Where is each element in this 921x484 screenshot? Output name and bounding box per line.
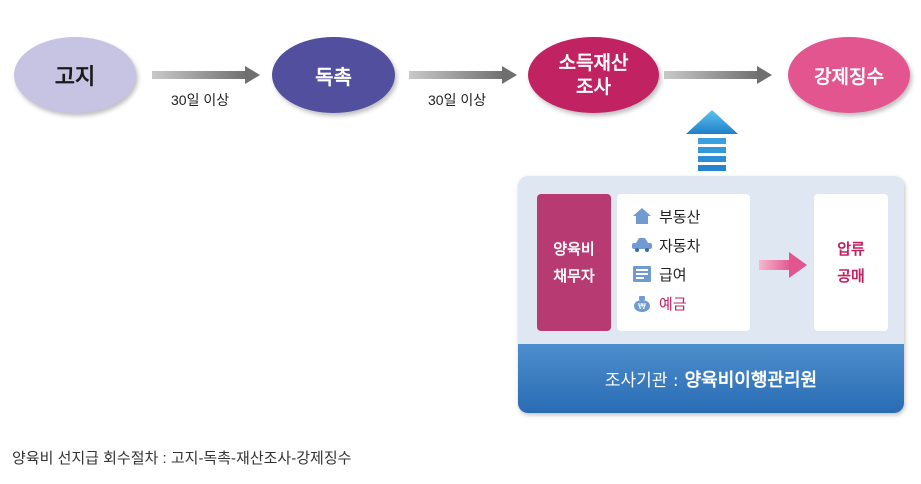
flow-arrow-1 bbox=[152, 66, 260, 84]
asset-label: 자동차 bbox=[659, 236, 701, 255]
step-urge: 독촉 bbox=[272, 37, 395, 113]
svg-text:₩: ₩ bbox=[638, 302, 646, 311]
list-item: 부동산 bbox=[631, 204, 700, 228]
flow-arrow-2 bbox=[409, 66, 517, 84]
debtor-box: 양육비 채무자 bbox=[537, 194, 611, 331]
condition-label-2: 30일 이상 bbox=[428, 92, 487, 108]
asset-list: 부동산 자동차 급여 ₩ 예금 bbox=[617, 194, 750, 331]
flow-arrow-3 bbox=[664, 66, 772, 84]
house-icon bbox=[631, 207, 653, 225]
step-collect-label: 강제징수 bbox=[814, 65, 884, 88]
step-investigate-label: 소득재산 조사 bbox=[558, 52, 629, 98]
step-notice: 고지 bbox=[14, 37, 136, 113]
investigation-panel: 양육비 채무자 부동산 자동차 급여 ₩ 예금 bbox=[518, 176, 904, 413]
up-arrow-icon bbox=[686, 110, 738, 171]
car-icon bbox=[631, 236, 653, 254]
seize-arrow-icon bbox=[759, 252, 807, 278]
step-urge-label: 독촉 bbox=[315, 64, 352, 89]
agency-bar: 조사기관 : 양육비이행관리원 bbox=[518, 344, 904, 413]
list-item: ₩ 예금 bbox=[631, 291, 687, 315]
step-investigate: 소득재산 조사 bbox=[528, 37, 659, 113]
list-item: 자동차 bbox=[631, 233, 700, 257]
asset-label: 부동산 bbox=[659, 207, 701, 226]
asset-label: 급여 bbox=[659, 265, 687, 284]
payslip-icon bbox=[631, 265, 653, 283]
asset-label: 예금 bbox=[659, 294, 687, 313]
condition-label-1: 30일 이상 bbox=[171, 92, 230, 108]
diagram-caption: 양육비 선지급 회수절차 : 고지-독촉-재산조사-강제징수 bbox=[12, 450, 352, 467]
agency-prefix: 조사기관 : bbox=[604, 371, 679, 391]
step-collect: 강제징수 bbox=[788, 37, 910, 113]
money-bag-icon: ₩ bbox=[631, 294, 653, 312]
list-item: 급여 bbox=[631, 262, 687, 286]
agency-name: 양육비이행관리원 bbox=[684, 369, 818, 391]
result-label: 압류 공매 bbox=[837, 239, 865, 285]
step-notice-label: 고지 bbox=[54, 65, 96, 90]
result-box: 압류 공매 bbox=[814, 194, 888, 331]
debtor-label: 양육비 채무자 bbox=[553, 239, 595, 285]
